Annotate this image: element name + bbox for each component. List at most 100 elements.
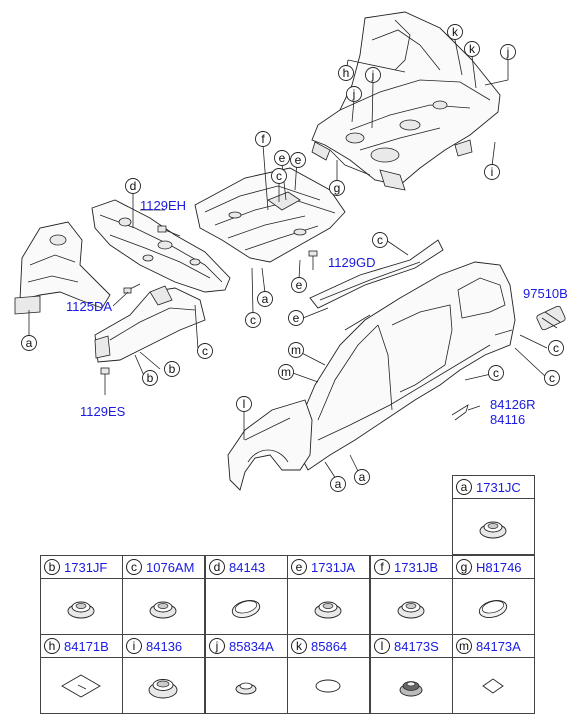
rear-floor-panel <box>311 11 501 191</box>
legend-part-code: 84173S <box>394 638 439 654</box>
callout-k: k <box>452 25 459 39</box>
label-97510B: 97510B <box>523 286 568 301</box>
grommet-round-icon <box>41 579 122 634</box>
small-square-pad-icon <box>453 658 534 713</box>
label-1125DA: 1125DA <box>66 299 112 314</box>
legend-letter-badge: c <box>126 559 142 575</box>
legend-part-code: 84171B <box>64 638 109 654</box>
plug-97510B <box>536 305 566 331</box>
legend-part-code: 84143 <box>229 559 266 575</box>
label-84126R: 84126R <box>490 397 536 412</box>
bolt-1129EH <box>157 225 181 237</box>
legend-part-code: 1731JA <box>311 559 356 575</box>
legend-letter-badge: g <box>456 559 472 575</box>
serrated-plug-icon <box>371 658 452 713</box>
callout-m: m <box>281 365 291 379</box>
bolt-1129GD <box>308 250 318 270</box>
callout-c: c <box>377 233 383 247</box>
callout-b: b <box>169 362 176 376</box>
legend-part-code: 1731JC <box>476 479 521 495</box>
grommet-small-icon <box>206 658 287 713</box>
legend-part-code: H81746 <box>476 559 522 575</box>
side-sill-reinforcement <box>309 239 444 309</box>
callout-c: c <box>493 366 499 380</box>
callout-g: g <box>334 181 341 195</box>
legend-letter-badge: h <box>44 638 60 654</box>
flat-disc-icon <box>288 658 369 713</box>
label-1129ES: 1129ES <box>80 404 126 419</box>
callout-d: d <box>130 179 137 193</box>
callout-b: b <box>147 371 154 385</box>
part-number-labels: 1129EH 1125DA 1129ES 1129GD 97510B 84126… <box>66 198 568 427</box>
legend-letter-badge: l <box>374 638 390 654</box>
label-1129GD: 1129GD <box>328 255 375 270</box>
callout-m: m <box>291 343 301 357</box>
grommet-round-icon <box>123 579 204 634</box>
front-floor-panel <box>194 167 346 263</box>
legend-part-code: 84173A <box>476 638 521 654</box>
callout-c: c <box>553 341 559 355</box>
legend-letter-badge: e <box>291 559 307 575</box>
legend-letter-badge: i <box>126 638 142 654</box>
legend-letter-badge: b <box>44 559 60 575</box>
dash-panel <box>91 199 231 293</box>
legend-part-code: 1731JB <box>394 559 439 575</box>
callout-e: e <box>296 278 303 292</box>
callout-c: c <box>276 169 282 183</box>
callout-h: h <box>343 66 350 80</box>
legend-letter-badge: f <box>374 559 390 575</box>
callout-c: c <box>250 313 256 327</box>
callout-a: a <box>262 292 269 306</box>
callout-k: k <box>469 42 476 56</box>
legend-letter-badge: j <box>209 638 225 654</box>
legend-part-code: 84136 <box>146 638 183 654</box>
callout-f: f <box>261 132 265 146</box>
bolt-1125DA <box>123 283 141 294</box>
square-pad-icon <box>41 658 122 713</box>
callout-a: a <box>335 477 342 491</box>
front-fender <box>227 399 313 491</box>
legend-part-code: 1076AM <box>146 559 195 575</box>
callout-j: j <box>371 68 375 82</box>
legend-part-code: 85864 <box>311 638 348 654</box>
grommet-round-icon <box>288 579 369 634</box>
seal-strip-84126R <box>451 404 469 421</box>
callout-c: c <box>549 371 555 385</box>
bolt-1129ES <box>100 367 110 395</box>
label-1129EH: 1129EH <box>140 198 186 213</box>
legend-part-code: 1731JF <box>64 559 108 575</box>
grommet-round-icon <box>371 579 452 634</box>
oval-plug-icon <box>206 579 287 634</box>
legend-letter-badge: a <box>456 479 472 495</box>
callout-a: a <box>26 336 33 350</box>
callout-j: j <box>506 45 510 59</box>
grommet-large-icon <box>123 658 204 713</box>
callout-l: l <box>243 397 246 411</box>
label-84116: 84116 <box>490 412 525 427</box>
grommet-round-icon <box>453 499 534 554</box>
oval-plug-icon <box>453 579 534 634</box>
letter-callouts: k k j h j j i g f e e c d e a c c e a c … <box>21 24 564 492</box>
callout-e: e <box>279 151 286 165</box>
